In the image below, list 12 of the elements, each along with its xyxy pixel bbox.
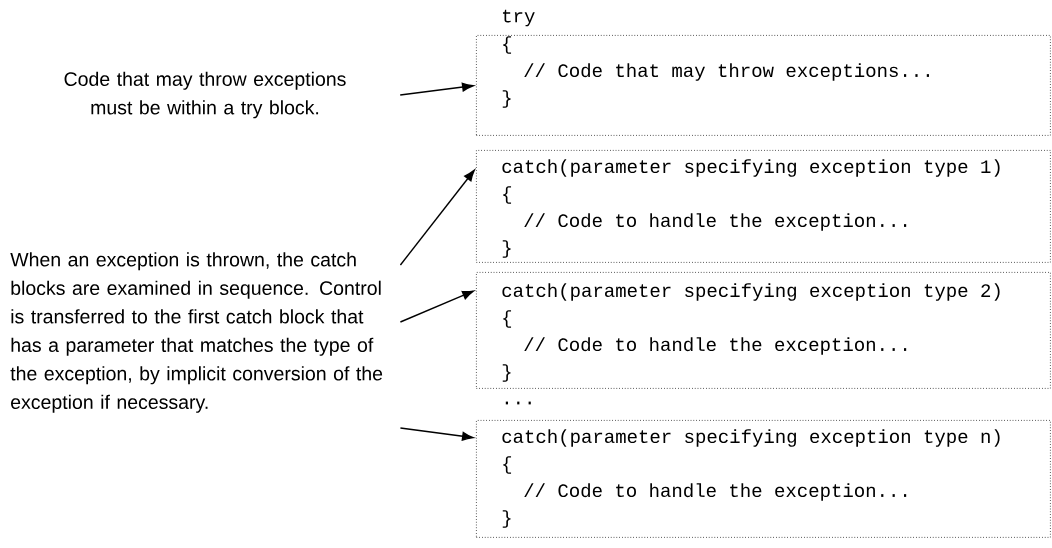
arrow — [399, 169, 475, 266]
note-text: Code that may throw exceptions must be within a try block. — [64, 71, 346, 119]
arrow — [399, 427, 474, 441]
code-block: catch(parameter specifying exception type n) { // Code to handle the exception... } — [476, 420, 1051, 538]
note-text: When an exception is thrown, the catch blocks are examined in sequence. Control is transferred to the first catch block that has a parameter that matches the type of the exception, by implicit conversion of the exception if necessary. — [10, 252, 383, 413]
code-block: catch(parameter specifying exception type 2) { // Code to handle the exception... } — [476, 272, 1051, 389]
code-block: try { // Code that may throw exceptions... } — [476, 9, 1051, 136]
arrow — [399, 290, 474, 323]
code-block: catch(parameter specifying exception type 1) { // Code to handle the exception... } — [476, 150, 1051, 263]
ellipsis: ... — [505, 401, 531, 405]
arrow — [399, 82, 474, 96]
node-label: try — [502, 9, 535, 27]
